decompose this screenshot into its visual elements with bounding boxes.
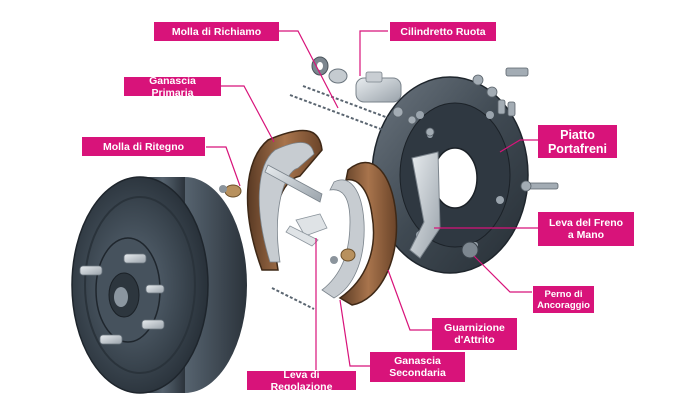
- secondary-shoe: [321, 161, 398, 306]
- wheel-cylinder: [311, 56, 402, 103]
- label-cilindretto-ruota: Cilindretto Ruota: [390, 22, 496, 41]
- backing-plate: [371, 76, 529, 274]
- hold-down-springs: [219, 184, 356, 264]
- label-perno-di-ancoraggio: Perno di Ancoraggio: [533, 286, 594, 313]
- label-guarnizione-d-attrito: Guarnizione d'Attrito: [432, 318, 517, 350]
- primary-shoe: [246, 129, 328, 271]
- label-ganascia-primaria: Ganascia Primaria: [124, 75, 221, 99]
- leader-lines: [206, 30, 538, 370]
- label-ganascia-secondaria: Ganascia Secondaria: [370, 352, 465, 382]
- label-leva-del-freno-a-mano: Leva del Freno a Mano: [538, 212, 634, 246]
- brake-drum: [71, 176, 247, 394]
- label-piatto-portafreni: Piatto Portafreni: [538, 125, 617, 158]
- label-molla-di-ritegno: Molla di Ritegno: [82, 137, 205, 156]
- label-molla-di-richiamo: Molla di Richiamo: [154, 22, 279, 41]
- return-springs: [271, 85, 392, 310]
- label-leva-di-regolazione: Leva di Regolazione: [247, 369, 356, 393]
- small-hardware: [392, 67, 559, 192]
